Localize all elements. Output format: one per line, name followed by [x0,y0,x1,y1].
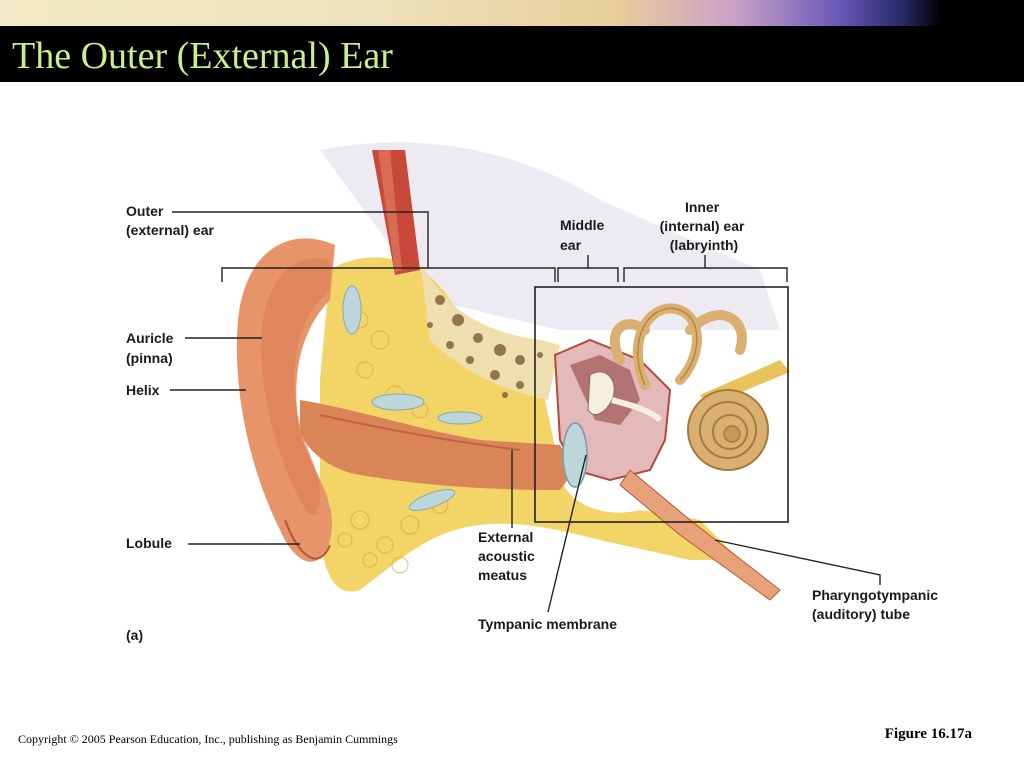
decorative-header-strip [0,0,1024,26]
tube-leader [714,539,881,585]
title-bar [0,26,1024,82]
outer-ear-leader [172,211,429,268]
figure-number: Figure 16.17a [884,726,972,742]
label-tympanic-membrane: Tympanic membrane [478,616,617,632]
ear-illustration [236,142,790,601]
ear-diagram: Outer (external) ear Middle ear Inner (i… [126,142,942,643]
label-external-acoustic-meatus: External acoustic meatus [478,529,539,583]
leader-lines [170,211,881,613]
slide-title: The Outer (External) Ear [12,35,393,77]
label-panel-a: (a) [126,627,143,643]
label-helix: Helix [126,382,160,398]
label-middle-ear: Middle ear [560,217,608,253]
label-pharyngotympanic-tube: Pharyngotympanic (auditory) tube [812,587,942,622]
label-outer-ear: Outer (external) ear [126,203,214,238]
copyright-notice: Copyright © 2005 Pearson Education, Inc.… [18,732,398,746]
diagram-labels: Outer (external) ear Middle ear Inner (i… [126,199,942,643]
label-lobule: Lobule [126,535,172,551]
enlarged-view-box [534,286,789,523]
region-brackets [221,255,789,523]
tympanic-leader [547,454,587,613]
label-inner-ear: Inner (internal) ear (labryinth) [660,199,749,253]
label-auricle: Auricle (pinna) [126,330,177,366]
